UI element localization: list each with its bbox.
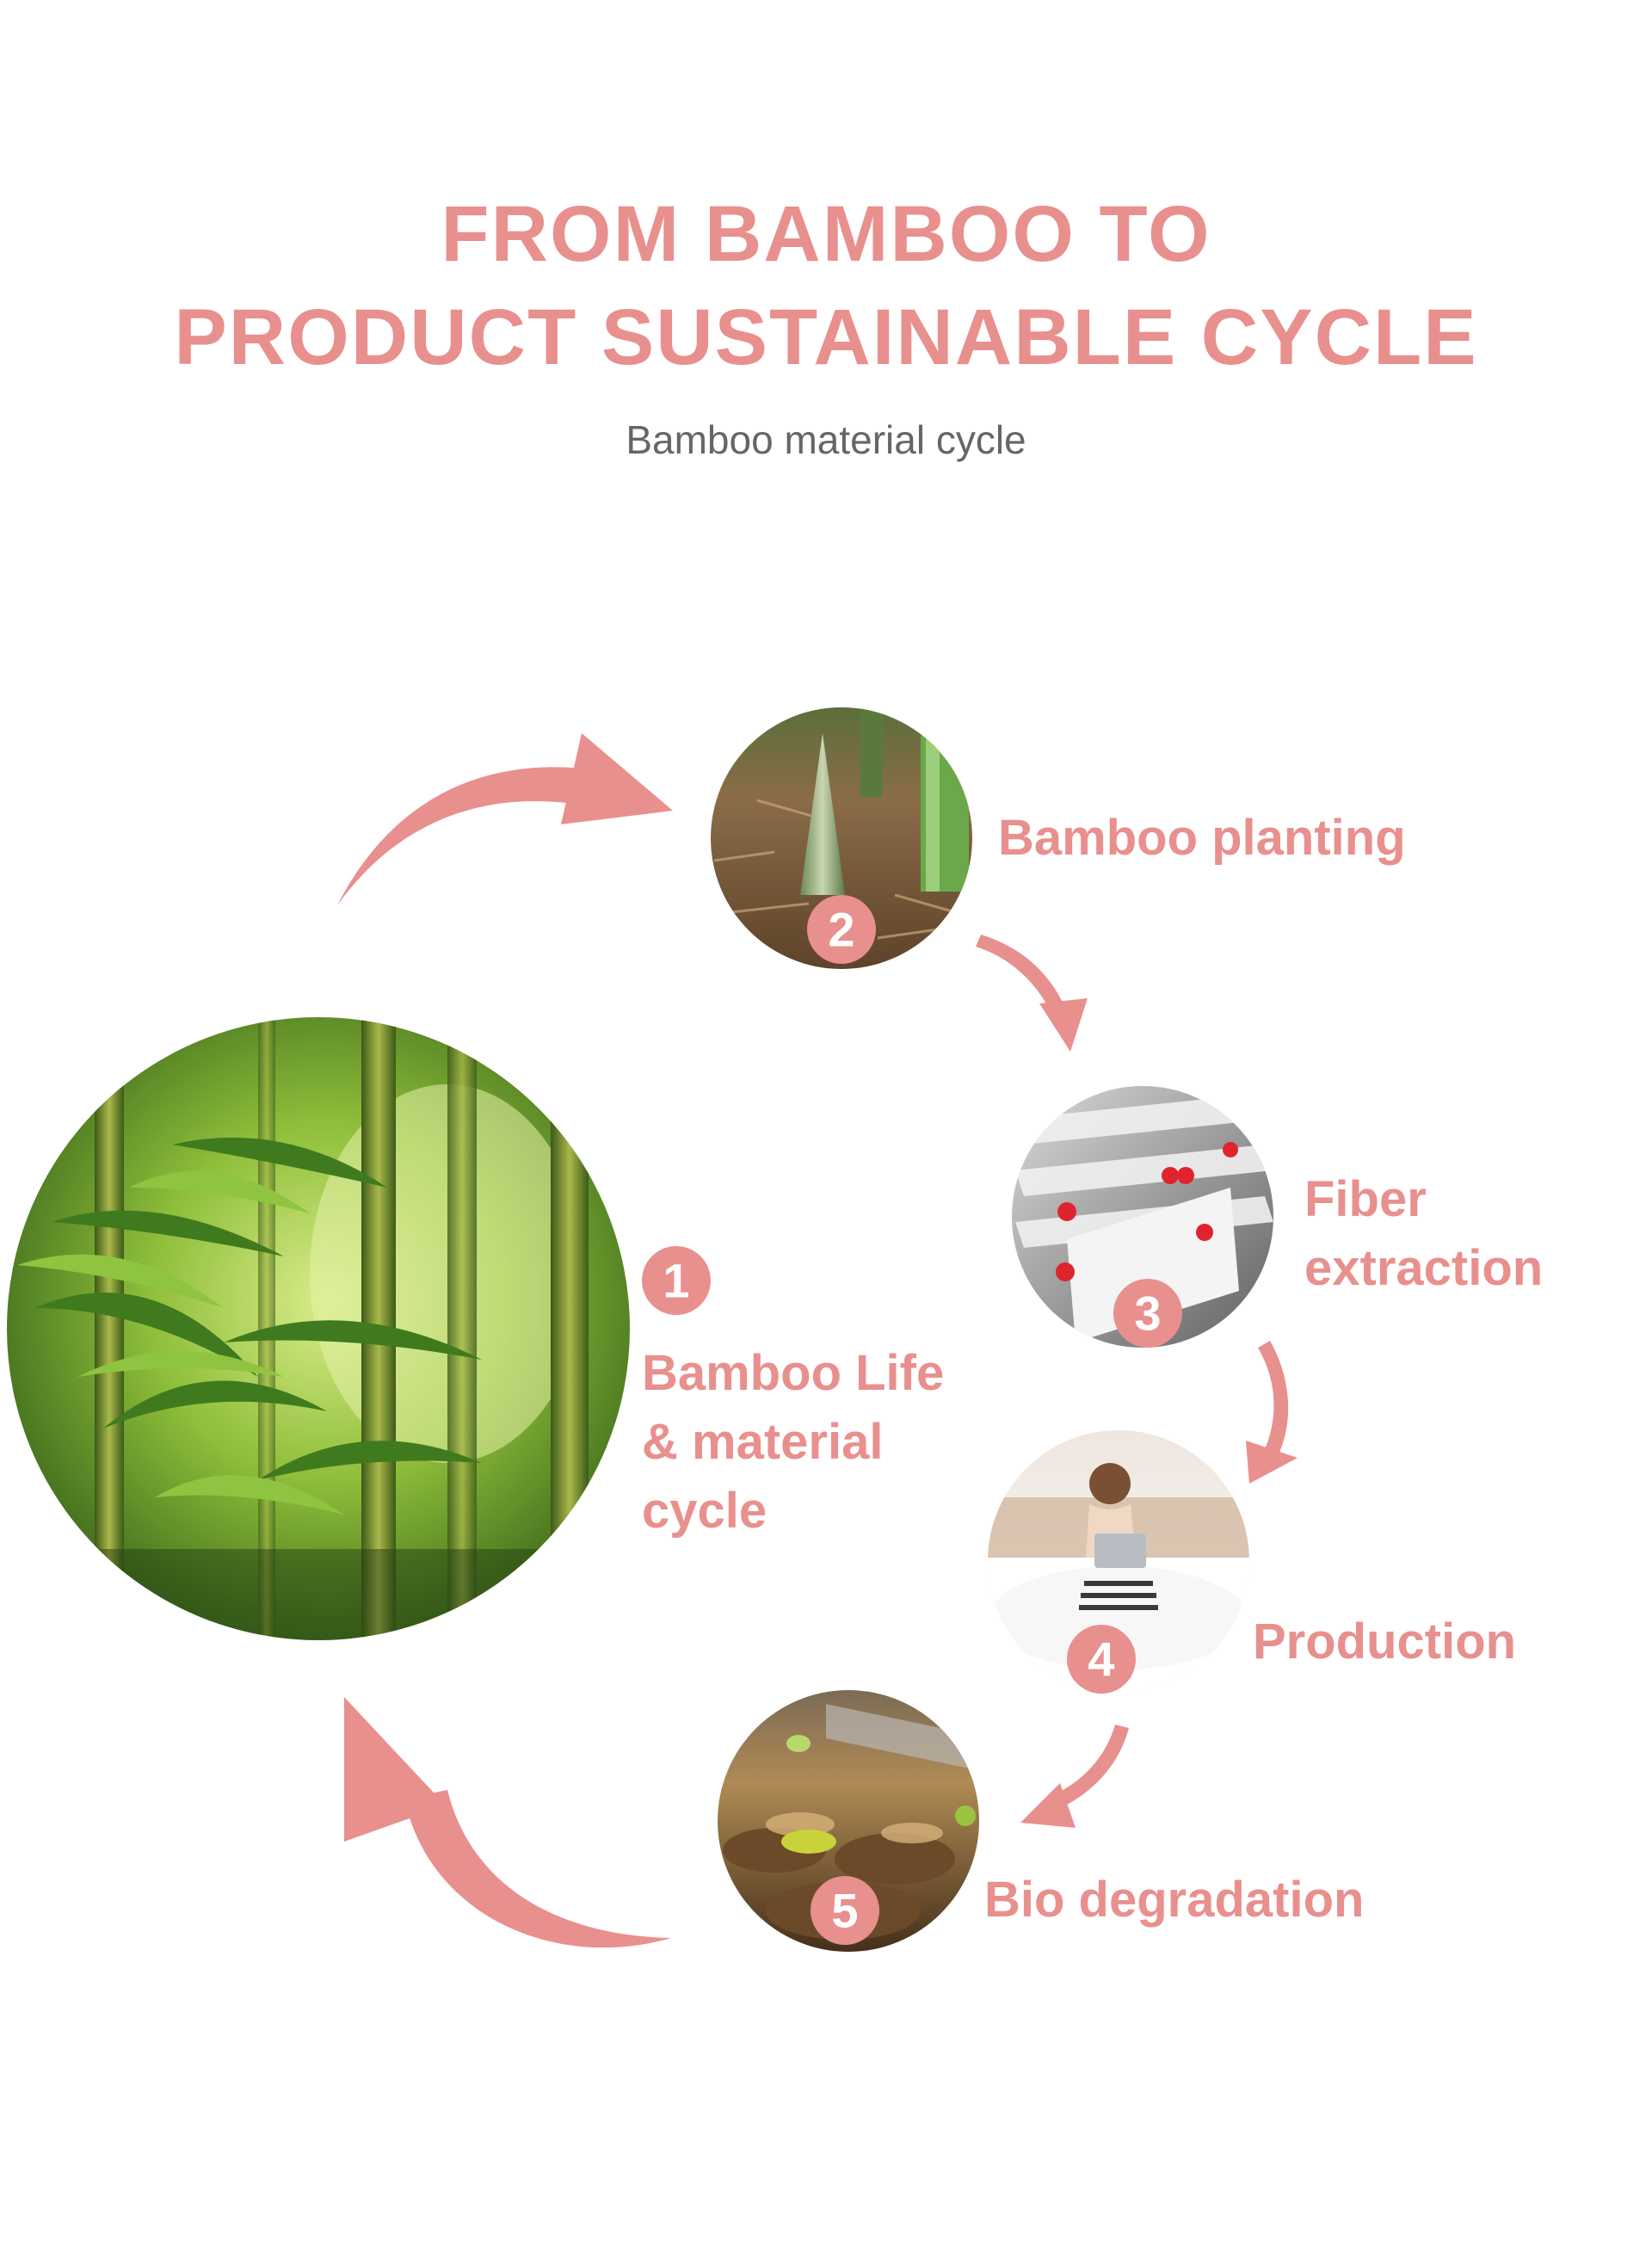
step-1-badge: 1 [642,1246,711,1315]
arrow-to-step-2 [337,733,673,905]
step-3-label-line: extraction [1304,1240,1544,1297]
step-3-badge: 3 [1113,1279,1182,1348]
arrow-to-step-3 [976,935,1088,1052]
step-1-number: 1 [663,1254,689,1308]
arrow-to-step-4 [1246,1341,1298,1484]
step-3-label-line: Fiber [1304,1171,1427,1227]
step-1-label-line: cycle [642,1483,767,1540]
step-2-badge: 2 [807,895,876,964]
arrow-to-step-1 [344,1697,671,1948]
step-5-badge: 5 [811,1876,879,1945]
step-3-number: 3 [1134,1287,1161,1341]
step-5-label: Bio degradation [984,1866,1364,1935]
bamboo-forest-photo [7,1017,630,1640]
step-2-number: 2 [828,903,854,957]
step-4-number: 4 [1088,1632,1114,1687]
step-2-label: Bamboo planting [998,804,1406,873]
step-1-label-line: Bamboo Life [642,1345,945,1401]
production-photo [988,1430,1249,1692]
step-5-label-line: Bio degradation [984,1872,1365,1928]
step-1-label-line: & material [642,1414,884,1471]
step-4-label: Production [1253,1608,1516,1676]
step-4-badge: 4 [1067,1625,1136,1694]
step-1-label: Bamboo Life & material cycle [642,1339,944,1546]
title-line-2: PRODUCT SUSTAINABLE CYCLE [174,293,1478,381]
step-5-number: 5 [831,1884,858,1938]
step-4-label-line: Production [1253,1614,1517,1669]
arrow-to-step-5 [1020,1725,1129,1828]
step-2-label-line: Bamboo planting [998,810,1406,866]
page-subtitle: Bamboo material cycle [626,417,1026,462]
step-3-label: Fiber extraction [1304,1165,1543,1303]
title-line-1: FROM BAMBOO TO [441,190,1211,278]
